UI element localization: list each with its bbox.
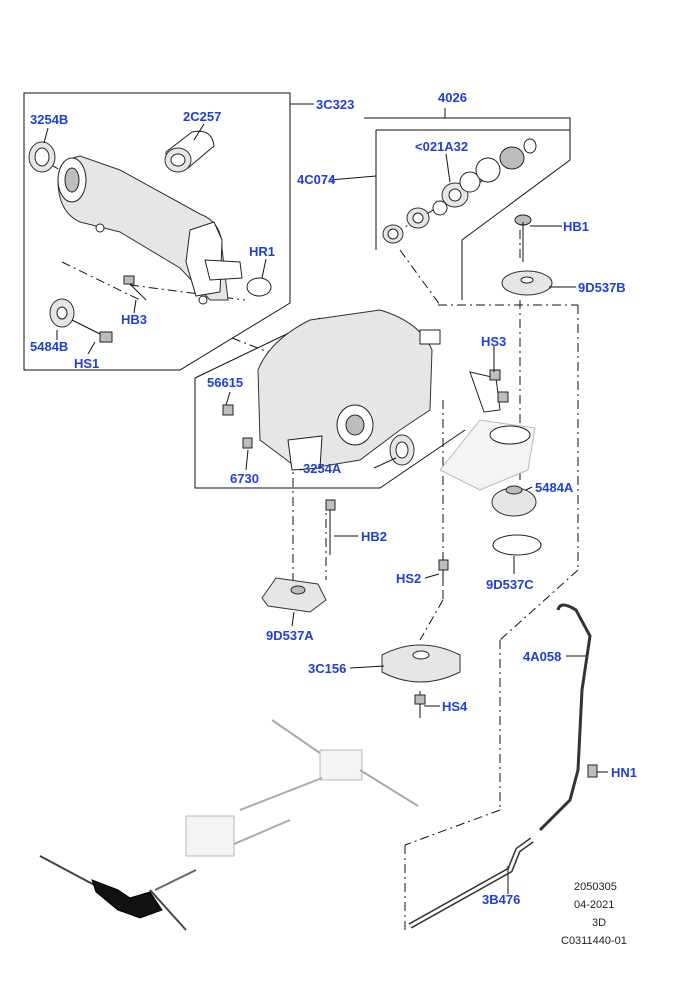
label-HR1: HR1 bbox=[249, 244, 275, 259]
label-3C156: 3C156 bbox=[308, 661, 346, 676]
mount-5484A bbox=[491, 485, 537, 517]
frame-4026 bbox=[364, 108, 571, 300]
bolt-HS1 bbox=[71, 319, 113, 343]
frame-3C323 bbox=[23, 92, 291, 371]
label-3C323: 3C323 bbox=[316, 97, 354, 112]
label-HS4: HS4 bbox=[442, 699, 468, 714]
bolt-56615 bbox=[222, 404, 234, 416]
differential-housing bbox=[257, 309, 441, 471]
drawing-view: 3D bbox=[592, 917, 606, 929]
driveline-locator bbox=[39, 719, 419, 931]
label-021A32: <021A32 bbox=[415, 139, 468, 154]
label-3B476: 3B476 bbox=[482, 892, 520, 907]
label-2C257: 2C257 bbox=[183, 109, 221, 124]
drawing-date: 04-2021 bbox=[574, 899, 614, 911]
extension-housing bbox=[57, 155, 243, 305]
label-6730: 6730 bbox=[230, 471, 259, 486]
label-4A058: 4A058 bbox=[523, 649, 561, 664]
label-HS1: HS1 bbox=[74, 356, 99, 371]
bolt-HB3 bbox=[123, 275, 147, 301]
leader-lines bbox=[43, 103, 608, 894]
bolt-HS2 bbox=[438, 559, 449, 584]
o-ring-HR1 bbox=[246, 277, 272, 297]
bearing-stack-4C074 bbox=[382, 138, 537, 244]
clip-HN1 bbox=[587, 764, 598, 778]
bolt-HB2 bbox=[325, 499, 336, 555]
vent-pipe-4A058 bbox=[538, 603, 592, 832]
label-4026: 4026 bbox=[438, 90, 467, 105]
plug-6730 bbox=[242, 437, 253, 449]
label-56615: 56615 bbox=[207, 375, 243, 390]
damper-3C156 bbox=[381, 644, 461, 683]
washer-9D537C bbox=[492, 534, 542, 556]
vent-hose-3B476 bbox=[408, 837, 534, 929]
seal-3254A bbox=[389, 434, 415, 466]
label-HN1: HN1 bbox=[611, 765, 637, 780]
pad-9D537A bbox=[261, 577, 327, 613]
label-HS2: HS2 bbox=[396, 571, 421, 586]
bracket-HS3 bbox=[469, 369, 509, 413]
label-9D537A: 9D537A bbox=[266, 628, 314, 643]
label-HB3: HB3 bbox=[121, 312, 147, 327]
label-HB1: HB1 bbox=[563, 219, 589, 234]
drawing-metadata: 2050305 04-2021 3D C0311440-01 bbox=[561, 881, 627, 947]
frame-differential bbox=[194, 317, 466, 489]
bolt-HB1 bbox=[514, 214, 532, 262]
label-3254A: 3254A bbox=[303, 461, 342, 476]
label-HB2: HB2 bbox=[361, 529, 387, 544]
bolt-HS4 bbox=[414, 694, 426, 718]
pad-9D537B bbox=[501, 270, 553, 296]
label-9D537B: 9D537B bbox=[578, 280, 626, 295]
label-5484B: 5484B bbox=[30, 339, 68, 354]
drawing-code: 2050305 bbox=[574, 881, 617, 893]
drawing-ref: C0311440-01 bbox=[561, 935, 627, 947]
bushing-2C257 bbox=[164, 130, 215, 173]
label-HS3: HS3 bbox=[481, 334, 506, 349]
label-9D537C: 9D537C bbox=[486, 577, 534, 592]
mount-5484B bbox=[49, 298, 75, 328]
mount-bracket bbox=[439, 419, 536, 491]
label-3254B: 3254B bbox=[30, 112, 68, 127]
label-5484A: 5484A bbox=[535, 480, 574, 495]
seal-3254B bbox=[28, 141, 56, 173]
part-labels: 3254B 2C257 3C323 4026 4C074 <021A32 HB1… bbox=[30, 90, 637, 907]
label-4C074: 4C074 bbox=[297, 172, 336, 187]
